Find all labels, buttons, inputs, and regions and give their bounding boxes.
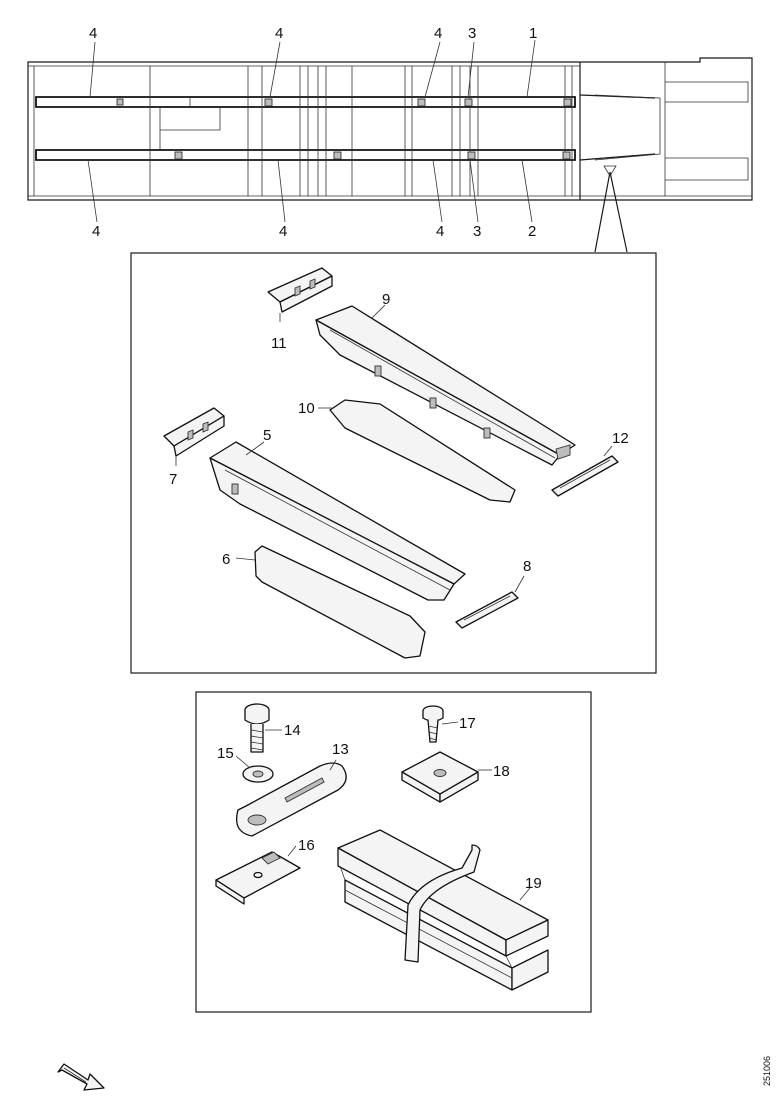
beam-part-9: [315, 304, 576, 466]
callout-11: 11: [271, 335, 287, 352]
callout-17: 17: [459, 715, 476, 732]
callout-19: 19: [525, 875, 542, 892]
callout-3-b: 3: [473, 223, 481, 240]
callout-9: 9: [382, 291, 390, 308]
callout-4-e: 4: [279, 223, 287, 240]
callout-8: 8: [523, 558, 531, 575]
strip-part-12: [551, 445, 619, 497]
detail-box-fasteners: [195, 691, 592, 1013]
callout-3-a: 3: [468, 25, 476, 42]
nut-block-part-18: [401, 751, 492, 803]
callout-2: 2: [528, 223, 536, 240]
callout-4-b: 4: [275, 25, 283, 42]
callout-6: 6: [222, 551, 230, 568]
callout-4-a: 4: [89, 25, 97, 42]
bracket-part-11: [267, 267, 333, 322]
callout-10: 10: [298, 400, 315, 417]
bracket-part-7: [163, 407, 225, 466]
chassis-frame-overview: [27, 39, 753, 253]
callout-5: 5: [263, 427, 271, 444]
beam-part-5: [209, 441, 466, 601]
callout-14: 14: [284, 722, 301, 739]
panel-part-6: [235, 545, 426, 659]
callout-4-c: 4: [434, 25, 442, 42]
direction-arrow-icon: [57, 1063, 105, 1091]
detail-box-side-skirt: [130, 252, 657, 674]
rail-profile-part-19: [337, 829, 549, 991]
callout-15: 15: [217, 745, 234, 762]
clip-part-16: [215, 845, 301, 905]
screw-part-17: [422, 705, 459, 743]
callout-4-d: 4: [92, 223, 100, 240]
bolt-part-14: [244, 703, 282, 753]
callout-12: 12: [612, 430, 629, 447]
callout-16: 16: [298, 837, 315, 854]
callout-13: 13: [332, 741, 349, 758]
panel-part-10: [318, 399, 516, 503]
callout-18: 18: [493, 763, 510, 780]
callout-1: 1: [529, 25, 537, 42]
reference-code: 251006: [762, 1056, 772, 1086]
strip-part-8: [455, 575, 525, 629]
callout-4-f: 4: [436, 223, 444, 240]
washer-part-15: [235, 755, 274, 783]
callout-7: 7: [169, 471, 177, 488]
plate-part-13: [235, 759, 347, 837]
